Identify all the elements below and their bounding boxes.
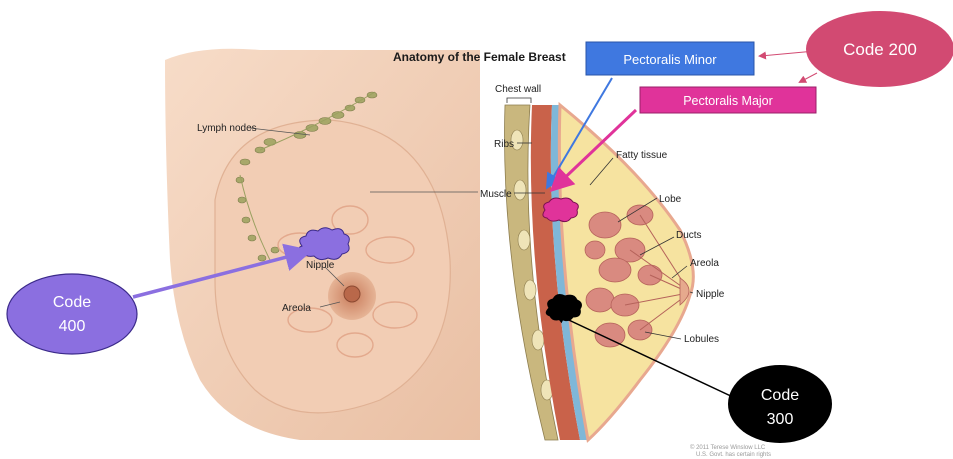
pectoralis-minor-label: Pectoralis Minor [623,52,717,67]
label-ducts: Ducts [676,230,702,241]
label-front-nipple: Nipple [306,260,335,271]
label-chest-wall: Chest wall [495,84,541,95]
callout-code-300: Code 300 [728,365,832,443]
label-front-areola: Areola [282,303,311,314]
label-lobe: Lobe [659,194,682,205]
label-side-nipple: Nipple [696,289,725,300]
code-400-line2: 400 [59,318,86,335]
label-lymph-nodes: Lymph nodes [197,123,257,134]
callout-code-200: Code 200 [806,11,953,87]
label-ribs: Ribs [494,139,514,150]
label-lobules: Lobules [684,334,719,345]
arrow-code-200-major [800,73,817,82]
label-side-areola: Areola [690,258,719,269]
label-fatty-tissue: Fatty tissue [616,150,668,161]
code-300-line1: Code [761,387,799,404]
pectoralis-major-label: Pectoralis Major [683,94,773,108]
code-300-line2: 300 [767,411,794,428]
code-200-label: Code 200 [843,40,917,59]
side-view: Chest wall [480,84,771,458]
code-400-line1: Code [53,294,91,311]
copyright-line2: U.S. Govt. has certain rights [696,452,771,458]
diagram-title: Anatomy of the Female Breast [393,50,566,64]
label-muscle: Muscle [480,189,512,200]
callout-pectoralis-major: Pectoralis Major [640,87,816,113]
copyright-line1: © 2011 Terese Winslow LLC [690,444,766,451]
callout-code-400: Code 400 [7,274,137,354]
callout-pectoralis-minor: Pectoralis Minor [586,42,754,75]
front-nipple [344,286,360,302]
